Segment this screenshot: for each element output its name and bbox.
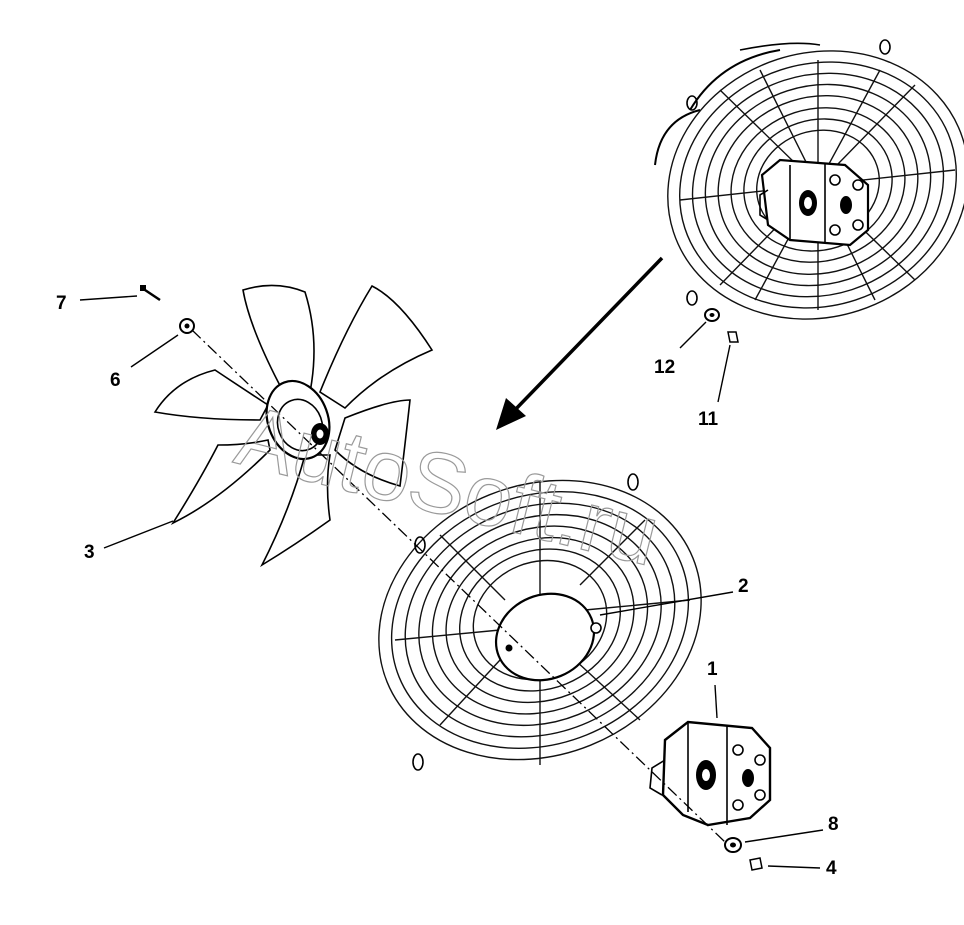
callout-3: 3 (84, 542, 95, 563)
washer-8 (724, 837, 742, 853)
callout-4: 4 (826, 858, 837, 879)
callout-8: 8 (828, 814, 839, 835)
callout-11: 11 (698, 409, 719, 430)
assembly-arrow (496, 256, 664, 430)
callout-1: 1 (707, 659, 718, 680)
hydraulic-motor (649, 720, 772, 827)
bolt-4 (749, 857, 763, 871)
fan-guard (378, 473, 702, 771)
assembled-motor (759, 158, 870, 247)
fan-impeller (153, 284, 434, 568)
watermark: AutoSoft.ru (227, 387, 668, 584)
callout-2: 2 (738, 576, 749, 597)
screw-7 (140, 285, 161, 302)
callout-7: 7 (56, 293, 67, 314)
washer-6 (179, 318, 195, 334)
callout-12: 12 (654, 357, 675, 378)
bolt-11 (727, 331, 739, 343)
assembly-axis-line (191, 329, 726, 843)
washer-12 (704, 308, 720, 322)
callout-6: 6 (110, 370, 121, 391)
leader-lines (79, 295, 824, 869)
